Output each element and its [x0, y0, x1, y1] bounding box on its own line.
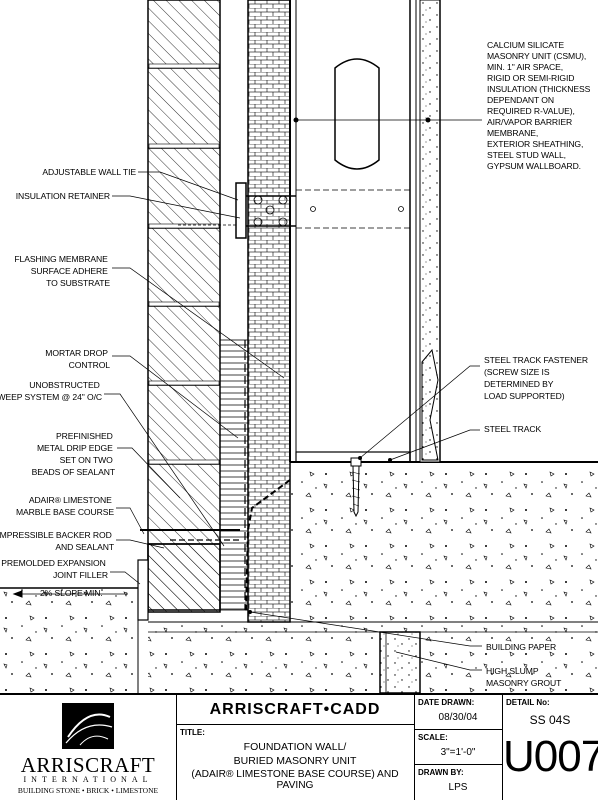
detail-cell: DETAIL No: SS 04S U007: [502, 695, 598, 800]
note-weep: UNOBSTRUCTED WEEP SYSTEM @ 24" O/C: [0, 380, 102, 402]
drawing-title-line-1: FOUNDATION WALL/: [243, 741, 347, 753]
sheet-number: U007: [503, 732, 598, 781]
company-logo: ARRISCRAFT INTERNATIONAL BUILDING STONE …: [0, 695, 176, 800]
expansion-joint: [137, 559, 149, 621]
note-insulation-retainer: INSULATION RETAINER: [16, 191, 110, 201]
date-value: 08/30/04: [438, 712, 478, 723]
note-track-fastener: STEEL TRACK FASTENER (SCREW SIZE IS DETE…: [484, 355, 590, 401]
note-steel-track: STEEL TRACK: [484, 424, 542, 434]
drawing-title-line-3: (ADAIR® LIMESTONE BASE COURSE) AND PAVIN…: [191, 769, 399, 791]
title-label: TITLE:: [180, 728, 205, 737]
date-label: DATE DRAWN:: [418, 698, 475, 707]
wall-tie: [178, 182, 296, 239]
drawn-cell: DRAWN BY: LPS: [414, 765, 502, 800]
concrete-slab: [148, 461, 598, 693]
note-expansion-joint: PREMOLDED EXPANSION JOINT FILLER: [1, 558, 108, 580]
title-block: ARRISCRAFT INTERNATIONAL BUILDING STONE …: [0, 693, 598, 800]
paving: [0, 580, 139, 693]
csmu-veneer: [147, 0, 221, 611]
detail-label: DETAIL No:: [506, 698, 550, 707]
company-tagline: BUILDING STONE • BRICK • LIMESTONE: [17, 786, 159, 795]
arriscraft-emblem-icon: [62, 703, 114, 749]
drawing-title-line-2: BURIED MASONRY UNIT: [233, 755, 357, 767]
detail-value: SS 04S: [529, 713, 571, 727]
cadd-title: ARRISCRAFT•CADD: [209, 701, 381, 718]
slope-arrow: [12, 590, 128, 598]
date-cell: DATE DRAWN: 08/30/04: [414, 695, 502, 730]
note-adjustable-tie: ADJUSTABLE WALL TIE: [42, 167, 136, 177]
note-wall-assembly: CALCIUM SILICATE MASONRY UNIT (CSMU), MI…: [487, 40, 593, 171]
leader-dots: [248, 117, 431, 614]
note-building-paper: BUILDING PAPER: [486, 642, 556, 652]
backup-masonry: [247, 0, 291, 623]
drawn-label: DRAWN BY:: [418, 768, 464, 777]
scale-value: 3"=1'-0": [440, 747, 476, 758]
note-grout: HIGH SLUMP MASONRY GROUT: [486, 666, 562, 688]
insulation: [219, 339, 249, 611]
leader-lines: [104, 119, 482, 671]
cadd-header: ARRISCRAFT•CADD: [176, 695, 414, 725]
drawn-value: LPS: [448, 782, 468, 793]
track-fastener: [350, 457, 362, 518]
scale-label: SCALE:: [418, 733, 448, 742]
scale-cell: SCALE: 3"=1'-0": [414, 730, 502, 765]
flashing: [170, 340, 291, 613]
company-sub: INTERNATIONAL: [23, 775, 153, 784]
steel-stud-wall: [289, 0, 441, 463]
wall-section-drawing: CALCIUM SILICATE MASONRY UNIT (CSMU), MI…: [0, 0, 598, 693]
note-backer-rod: COMPRESSIBLE BACKER ROD AND SEALANT: [0, 530, 115, 552]
note-drip-edge: PREFINISHED METAL DRIP EDGE SET ON TWO B…: [32, 431, 116, 477]
note-slope: 2% SLOPE MIN.: [40, 588, 103, 598]
grout-cell: [379, 631, 421, 693]
note-base-course: ADAIR® LIMESTONE MARBLE BASE COURSE: [16, 495, 114, 517]
note-mortar-drop: MORTAR DROP CONTROL: [45, 348, 110, 370]
company-name: ARRISCRAFT: [20, 753, 156, 777]
title-cell: TITLE: FOUNDATION WALL/ BURIED MASONRY U…: [176, 725, 414, 800]
note-flashing: FLASHING MEMBRANE SURFACE ADHERE TO SUBS…: [14, 254, 110, 288]
